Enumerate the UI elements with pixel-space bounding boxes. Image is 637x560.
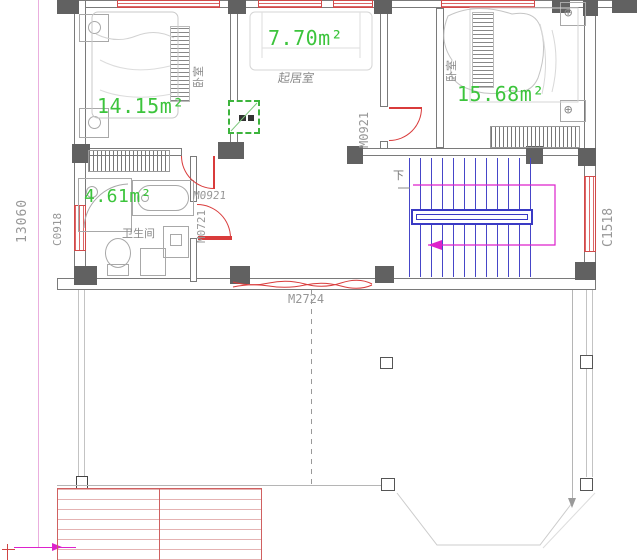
area-label-living: 7.70m² — [268, 26, 344, 50]
column — [374, 0, 392, 14]
column — [578, 148, 596, 166]
terrace-chamfer-outer — [542, 492, 596, 549]
nightstand-cross-icon: ⊕ — [564, 102, 573, 118]
door-label-m2724: M2724 — [288, 292, 325, 306]
shower-drain — [86, 186, 98, 198]
bed-bedroom1 — [91, 11, 179, 119]
window-c1518 — [584, 176, 596, 252]
area-label-bathroom: 4.61m² — [84, 186, 153, 207]
sliding-door-line2 — [232, 282, 373, 289]
window-c0918 — [74, 205, 86, 251]
toilet-tank — [107, 264, 129, 276]
door-leaf-m0921 — [389, 107, 422, 109]
column — [575, 262, 596, 280]
washer — [163, 226, 189, 258]
terrace-edge-right — [586, 290, 593, 477]
headboard-bedroom2 — [472, 12, 494, 88]
dimension-line-horizontal — [14, 547, 76, 548]
window-label-c1518: C1518 — [601, 207, 616, 247]
datum-mark-v — [7, 544, 8, 560]
column — [74, 266, 97, 285]
stair-handrail — [411, 209, 533, 225]
nightstand — [79, 14, 109, 42]
area-label-bedroom2: 15.68m² — [457, 82, 545, 106]
exterior-steps — [57, 488, 262, 560]
bed2-lines — [539, 23, 557, 95]
radiator-bedroom1 — [88, 150, 170, 172]
window-label-c0918: C0918 — [51, 212, 64, 246]
column — [552, 0, 570, 13]
room-label-bathroom: 卫生间 — [122, 227, 155, 240]
terrace-chamfer — [396, 492, 573, 546]
window-top-bedroom1 — [117, 0, 220, 8]
door-leaf-bedroom1 — [213, 156, 215, 189]
door-leaf-m0721 — [198, 236, 232, 240]
nightstand — [79, 108, 109, 138]
door-label-m0721: M0721 — [195, 209, 208, 243]
terrace-centerline — [311, 290, 312, 484]
terrace-edge-bottom — [57, 485, 381, 486]
toilet-bowl — [105, 238, 131, 268]
stair-path — [413, 184, 556, 246]
nightstand — [560, 2, 586, 26]
column — [583, 0, 598, 16]
window-top-living-b — [333, 0, 373, 8]
terrace-column — [381, 478, 395, 491]
sofa — [249, 11, 373, 71]
wall-bathroom-right-lower — [190, 238, 197, 282]
bed-bedroom2 — [469, 7, 579, 103]
terrace-line-arrow — [568, 498, 576, 508]
room-label-bedroom2: 卧室 — [445, 60, 458, 82]
datum-mark-h — [2, 549, 15, 550]
nightstand-circle — [88, 21, 101, 34]
room-label-bedroom1: 卧室 — [192, 66, 205, 88]
window-top-living-a — [258, 0, 322, 8]
wall-bedroom2-left — [436, 8, 444, 148]
column — [347, 146, 363, 164]
nightstand-cross-icon: ⊕ — [564, 5, 573, 21]
bed-cover-lines — [99, 59, 173, 98]
area-label-bedroom1: 14.15m² — [97, 94, 185, 118]
stair-path-arrow — [428, 240, 442, 250]
door-label-m0921-bath: M0921 — [192, 189, 227, 202]
shower-door-curve — [83, 183, 129, 229]
bathtub-inner — [137, 185, 189, 211]
bathtub-outer — [132, 180, 194, 216]
shaft-diagonal — [230, 102, 258, 132]
wardrobe-bedroom1 — [170, 26, 190, 102]
room-label-living: 起居室 — [277, 71, 315, 85]
bathroom-cabinet — [140, 248, 166, 276]
column — [612, 0, 637, 13]
bed-pillow-line — [95, 32, 175, 40]
column — [57, 0, 79, 14]
column — [228, 0, 246, 14]
sofa-lines — [261, 12, 361, 58]
column — [72, 144, 90, 163]
dimension-line-vertical — [38, 0, 39, 548]
bathtub-faucet — [141, 194, 149, 202]
radiator-bedroom2 — [490, 126, 580, 148]
washer-dial — [170, 234, 182, 246]
nightstand — [560, 100, 586, 122]
terrace-column — [380, 357, 393, 369]
column — [218, 142, 244, 159]
shaft-mark — [248, 115, 254, 121]
stair-direction-label: 下 — [393, 169, 404, 182]
terrace-line-right — [572, 290, 573, 502]
shower-enclosure — [78, 178, 132, 232]
duvet-sketch — [443, 7, 544, 94]
terrace-column — [580, 478, 593, 491]
column — [375, 266, 394, 283]
terrace-column — [580, 355, 593, 369]
door-label-m0921-living: M0921 — [357, 111, 371, 148]
terrace-edge-left — [78, 290, 85, 477]
column — [230, 266, 250, 284]
